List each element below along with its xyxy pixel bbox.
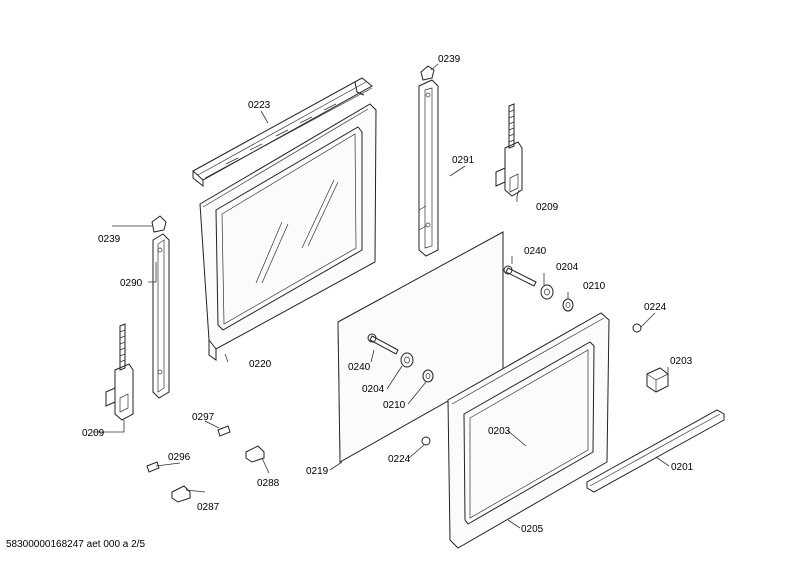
callout-0290: 0290 — [120, 278, 143, 289]
callout-0210-upper: 0210 — [583, 281, 606, 292]
right-hinge-part — [495, 103, 523, 197]
callout-0239-left: 0239 — [98, 234, 121, 245]
callout-0288: 0288 — [257, 478, 280, 489]
leader-lines — [93, 63, 670, 529]
callout-0291: 0291 — [452, 155, 475, 166]
callout-0223: 0223 — [248, 100, 271, 111]
callout-0239-top: 0239 — [438, 54, 461, 65]
callout-0204-lower: 0204 — [362, 384, 385, 395]
door-handle-part — [586, 409, 725, 493]
upper-screw-set — [503, 265, 574, 312]
callout-0220: 0220 — [249, 359, 272, 370]
callout-0209-right: 0209 — [536, 202, 559, 213]
callout-0205: 0205 — [521, 524, 544, 535]
lower-screw-set — [367, 333, 434, 383]
callout-0296: 0296 — [168, 452, 191, 463]
top-rail-part — [192, 77, 373, 188]
callout-0201: 0201 — [671, 462, 694, 473]
right-hinge-bracket-part — [418, 65, 439, 257]
callout-0240-upper: 0240 — [524, 246, 547, 257]
callout-0203-door: 0203 — [488, 426, 511, 437]
callout-0210-lower: 0210 — [383, 400, 406, 411]
callout-0297: 0297 — [192, 412, 215, 423]
document-id: 58300000168247 aet 000 a 2/5 — [6, 539, 146, 550]
callout-0287: 0287 — [197, 502, 220, 513]
callout-0209-left: 0209 — [82, 428, 105, 439]
callout-0224-lower: 0224 — [388, 454, 411, 465]
outer-door-part — [447, 312, 610, 549]
left-hinge-bracket-part — [151, 215, 170, 399]
callout-0224-right: 0224 — [644, 302, 667, 313]
left-hinge-part — [105, 323, 134, 421]
callout-0204-upper: 0204 — [556, 262, 579, 273]
inner-door-frame-part — [199, 103, 377, 361]
clip-parts — [421, 323, 642, 446]
small-fastener-parts — [146, 425, 265, 503]
callout-0219: 0219 — [306, 466, 329, 477]
callout-0240-lower: 0240 — [348, 362, 371, 373]
callout-0203-right: 0203 — [670, 356, 693, 367]
